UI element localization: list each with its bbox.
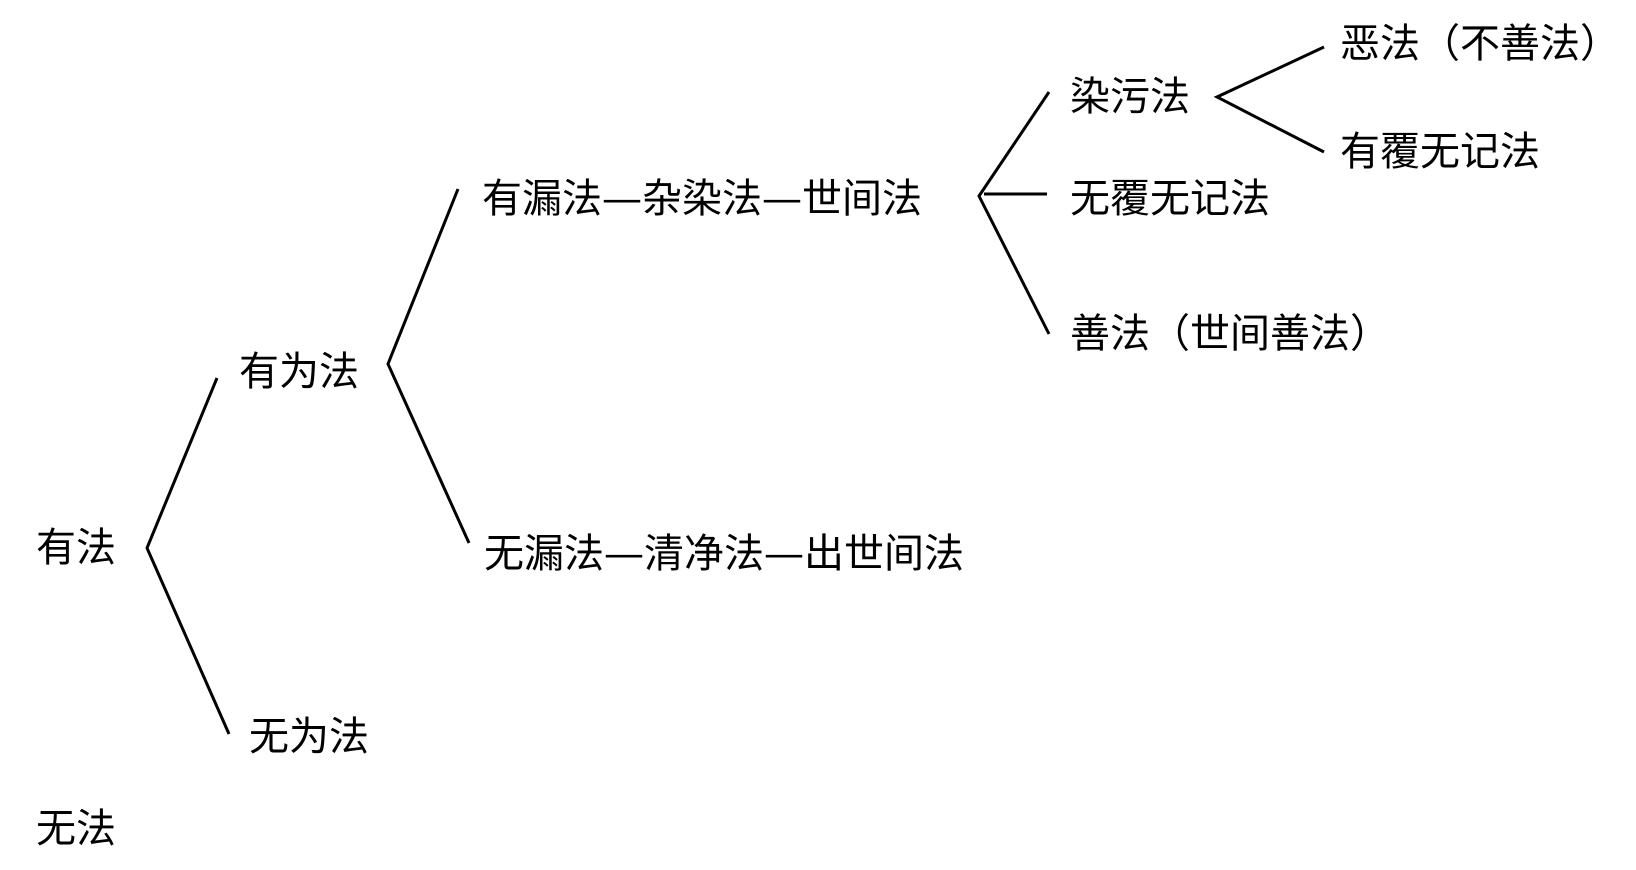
node-ranwu-fa: 染污法 (1070, 74, 1190, 120)
node-you-fa: 有法 (36, 525, 116, 571)
branch-ranwu-fa (1213, 45, 1325, 154)
node-wuwei-fa: 无为法 (249, 714, 369, 760)
node-youlou-chain: 有漏法—杂染法—世间法 (482, 176, 922, 222)
node-wulou-chain: 无漏法—清净法—出世间法 (484, 531, 964, 577)
node-e-fa: 恶法（不善法） (1340, 21, 1620, 67)
branch-shijian-fa (977, 91, 1051, 335)
node-wufu-wuji-fa: 无覆无记法 (1070, 176, 1270, 222)
node-youwei-fa: 有为法 (239, 349, 359, 395)
branch-youwei-fa (386, 188, 471, 544)
branch-you-fa (145, 377, 231, 735)
node-shan-fa: 善法（世间善法） (1070, 311, 1390, 357)
node-wu-fa: 无法 (36, 806, 116, 852)
node-youfu-wuji-fa: 有覆无记法 (1340, 129, 1540, 175)
